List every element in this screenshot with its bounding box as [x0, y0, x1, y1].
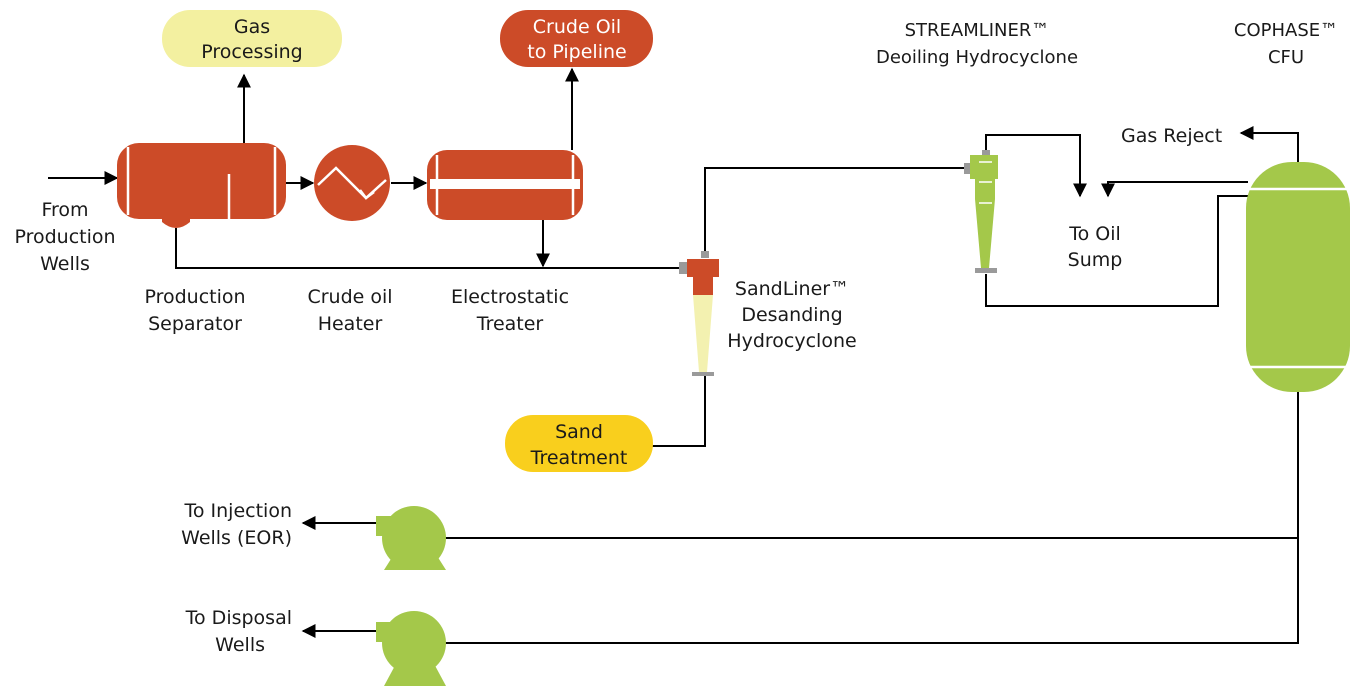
cfu-water-outlet-pipe — [440, 392, 1299, 644]
electrostatic-treater-label: Electrostatic Treater — [451, 286, 569, 335]
production-separator-label: Production Separator — [144, 286, 245, 335]
production-separator — [117, 143, 286, 228]
streamliner-label-line1: STREAMLINER™ — [905, 20, 1050, 41]
cophase-label-line2: CFU — [1268, 47, 1304, 68]
crude-pipeline-label-line2: to Pipeline — [527, 41, 626, 63]
oil-sump-label-line2: Sump — [1068, 249, 1123, 271]
inlet-label-line1: From — [41, 199, 88, 221]
gas-processing-node: Gas Processing — [162, 10, 342, 67]
heater-label-line2: Heater — [318, 313, 383, 335]
injection-wells-label-line2: Wells (EOR) — [181, 527, 292, 549]
streamliner-reject-pipe — [985, 134, 1087, 198]
desander-overflow-pipe — [704, 167, 966, 256]
crude-oil-heater — [314, 145, 390, 221]
sandliner-label-line1: SandLiner™ — [735, 278, 849, 300]
gas-processing-label-line1: Gas — [234, 16, 270, 38]
treater-label-line1: Electrostatic — [451, 286, 569, 308]
injection-pump — [376, 506, 446, 570]
inlet-label: From Production Wells — [14, 199, 115, 275]
gas-reject-label: Gas Reject — [1121, 125, 1222, 147]
streamliner-label-line2: Deoiling Hydrocyclone — [876, 47, 1078, 68]
heater-label-line1: Crude oil — [307, 286, 392, 308]
sandliner-label-line3: Hydrocyclone — [727, 330, 856, 352]
cophase-cfu-vessel — [1246, 162, 1350, 392]
cophase-label: COPHASE™ CFU — [1234, 20, 1338, 68]
sand-underflow-pipe — [652, 376, 706, 447]
production-separator-label-line1: Production — [144, 286, 245, 308]
sandliner-desanding-hydrocyclone — [679, 251, 719, 376]
cfu-gas-reject-pipe — [1239, 126, 1299, 163]
treater-label-line2: Treater — [476, 313, 544, 335]
disposal-wells-label-line1: To Disposal — [185, 607, 292, 629]
sandliner-label-line2: Desanding — [741, 304, 842, 326]
oil-sump-label-line1: To Oil — [1068, 223, 1121, 245]
injection-wells-label: To Injection Wells (EOR) — [181, 500, 292, 549]
inlet-label-line2: Production — [14, 226, 115, 248]
streamliner-label: STREAMLINER™ Deoiling Hydrocyclone — [876, 20, 1078, 68]
gas-processing-label-line2: Processing — [201, 41, 302, 63]
sand-treatment-label-line2: Treatment — [530, 447, 628, 469]
streamliner-to-cfu-pipe — [985, 195, 1248, 307]
streamliner-deoiling-hydrocyclone — [964, 150, 998, 273]
crude-to-pipeline-node: Crude Oil to Pipeline — [500, 10, 653, 67]
produced-water-pipe — [175, 228, 679, 269]
cophase-label-line1: COPHASE™ — [1234, 20, 1338, 41]
sand-treatment-label-line1: Sand — [555, 421, 603, 443]
crude-pipeline-label-line1: Crude Oil — [533, 16, 621, 38]
injection-wells-label-line1: To Injection — [184, 500, 293, 522]
sand-treatment-node: Sand Treatment — [505, 415, 653, 472]
electrostatic-treater — [427, 150, 583, 220]
disposal-wells-label-line2: Wells — [215, 634, 265, 656]
crude-oil-heater-label: Crude oil Heater — [307, 286, 392, 335]
production-separator-label-line2: Separator — [148, 313, 242, 335]
cfu-oil-reject-pipe — [1101, 181, 1248, 198]
inlet-label-line3: Wells — [40, 253, 90, 275]
disposal-pump — [376, 611, 446, 686]
disposal-wells-label: To Disposal Wells — [185, 607, 292, 656]
sandliner-label: SandLiner™ Desanding Hydrocyclone — [727, 278, 856, 352]
oil-sump-label: To Oil Sump — [1068, 223, 1123, 271]
